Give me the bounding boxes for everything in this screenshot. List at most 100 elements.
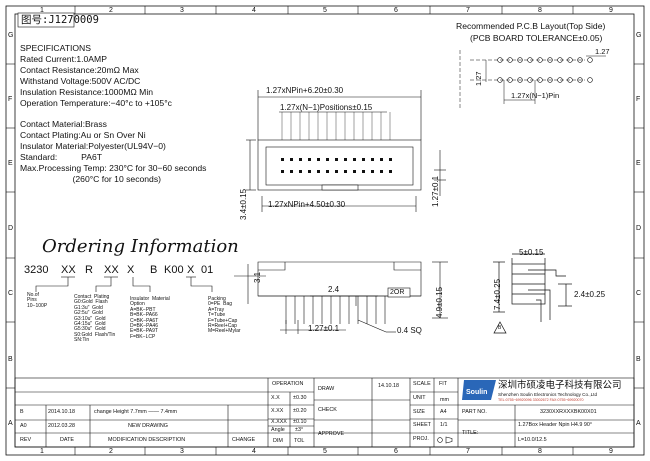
side-dim-right: 2.4±0.25 (574, 290, 606, 299)
ordering-option: G4:15u" Gold (74, 320, 106, 327)
pcb-layout-title: Recommended P.C.B Layout(Top Side) (456, 21, 606, 31)
part-no-label: PART NO. (462, 409, 487, 415)
front-dim-height: 4.9±0.15 (435, 286, 444, 318)
pcb-pad (537, 57, 543, 63)
frame-col-label: 8 (538, 7, 542, 14)
pcb-pad (507, 77, 513, 83)
top-pin (371, 170, 374, 173)
frame-col-label: 3 (180, 7, 184, 14)
ordering-option: D=BK−PA46 (130, 322, 158, 329)
side-view-diagram (493, 253, 572, 334)
ordering-option: Insulator Material (130, 296, 170, 302)
top-pin (335, 170, 338, 173)
ordering-option: B=BK−PA66 (130, 312, 158, 319)
front-dim-3-1: 3.1 (253, 271, 262, 283)
spec-line: Withstand Voltage:500V AC/DC (20, 76, 141, 86)
front-dim-sq: 0.4 SQ (397, 326, 422, 335)
pcb-pad (537, 77, 543, 83)
ordering-option: A=Tray (208, 306, 225, 313)
sheet-label: SHEET (413, 422, 431, 428)
ordering-option: Option (130, 301, 145, 308)
pcb-dim-top: 1.27 (595, 47, 610, 56)
draw-date: 14.10.18 (378, 383, 399, 389)
company-name-en: Shenzhen Soulin Electronics Technology C… (498, 392, 597, 397)
pcb-pad (517, 57, 523, 63)
pcb-layout-subtitle: (PCB BOARD TOLERANCE±0.05) (470, 33, 603, 43)
title-block-grid (14, 377, 635, 448)
frame-col-label: 9 (609, 448, 613, 455)
tol-tol-header: TOL (294, 438, 305, 444)
top-pin (299, 158, 302, 161)
drawing-number: 图号:J1270009 (21, 14, 99, 26)
ordering-option: T=Tube (208, 312, 226, 319)
pcb-pad (527, 77, 533, 83)
top-pin (344, 170, 347, 173)
tol-operation: OPERATION (272, 381, 304, 387)
size-label: SIZE (413, 409, 425, 415)
unit-label: UNIT (413, 395, 426, 401)
frame-col-label: 6 (394, 448, 398, 455)
frame-col-label: 4 (252, 448, 256, 455)
spec-line: Insulation Resistance:1000MΩ Min (20, 87, 154, 97)
specifications-heading: SPECIFICATIONS (20, 43, 91, 53)
pcb-pad (497, 57, 503, 63)
code-part: XX (61, 264, 76, 276)
top-pin (308, 170, 311, 173)
frame-col-label: 5 (323, 448, 327, 455)
spec-line: Insulator Material:Polyester(UL94V−0) (20, 141, 166, 151)
draw-label: DRAW (318, 386, 335, 392)
tol-value-cell: ±3° (295, 427, 304, 433)
drawing-number-box (17, 12, 75, 28)
ordering-title: Ordering Information (42, 236, 239, 257)
code-part: XX (104, 264, 119, 276)
top-pin (281, 158, 284, 161)
frame-col-label: 3 (180, 448, 184, 455)
top-pin (344, 158, 347, 161)
top-dim-positions: 1.27x(N−1)Positions±0.15 (280, 103, 373, 112)
pcb-pad (517, 77, 523, 83)
ordering-option: G3:10u" Gold (74, 315, 106, 322)
frame-row-label: C (636, 290, 642, 297)
spec-line: Operation Temperature:−40°c to +105°c (20, 98, 172, 108)
top-dim-pitch: 1.27±0.1 (431, 175, 440, 207)
pcb-pad (567, 77, 573, 83)
unit-value: mm (440, 397, 449, 403)
ordering-option: A=BK−PBT (130, 306, 156, 313)
ordering-option: G0:Gold Flash (74, 299, 108, 306)
top-pin (353, 158, 356, 161)
frame-row-label: E (636, 160, 641, 167)
top-pin (362, 158, 365, 161)
pcb-pad (547, 77, 553, 83)
ordering-option: C=BK−PA6T (130, 317, 159, 324)
pcb-pad (507, 57, 513, 63)
spec-line: Contact Material:Brass (20, 119, 107, 129)
top-pin (335, 158, 338, 161)
company-name-cn: 深圳市硕凌电子科技有限公司 (498, 380, 622, 391)
ordering-option: Pins (27, 297, 37, 304)
top-pin (380, 170, 383, 173)
frame-row-label: D (636, 225, 642, 232)
frame-row-label: F (636, 96, 641, 103)
company-logo: Soulin (466, 389, 488, 396)
ordering-option: M=Reel+Mylar (208, 328, 241, 335)
frame-row-label: E (8, 160, 13, 167)
approve-label: APPROVE (318, 431, 345, 437)
frame-col-label: 2 (109, 448, 113, 455)
top-pin (299, 170, 302, 173)
side-marker: B (498, 325, 502, 331)
logo-shape (462, 380, 496, 400)
frame-col-label: 6 (394, 7, 398, 14)
header-date: DATE (60, 437, 74, 443)
spec-line: Rated Current:1.0AMP (20, 54, 107, 64)
pcb-dim-bottom: 1.27x(N−1)Pin (511, 91, 560, 100)
frame-col-label: 9 (609, 7, 613, 14)
pcb-pad (547, 57, 553, 63)
ordering-option: SN:Tin (74, 337, 90, 344)
ordering-option: Packing (208, 296, 226, 302)
side-dim-left: 7.4±0.25 (493, 278, 502, 310)
rev-cell: A0 (20, 423, 27, 429)
ordering-option: 0=PE Bag (208, 301, 233, 308)
